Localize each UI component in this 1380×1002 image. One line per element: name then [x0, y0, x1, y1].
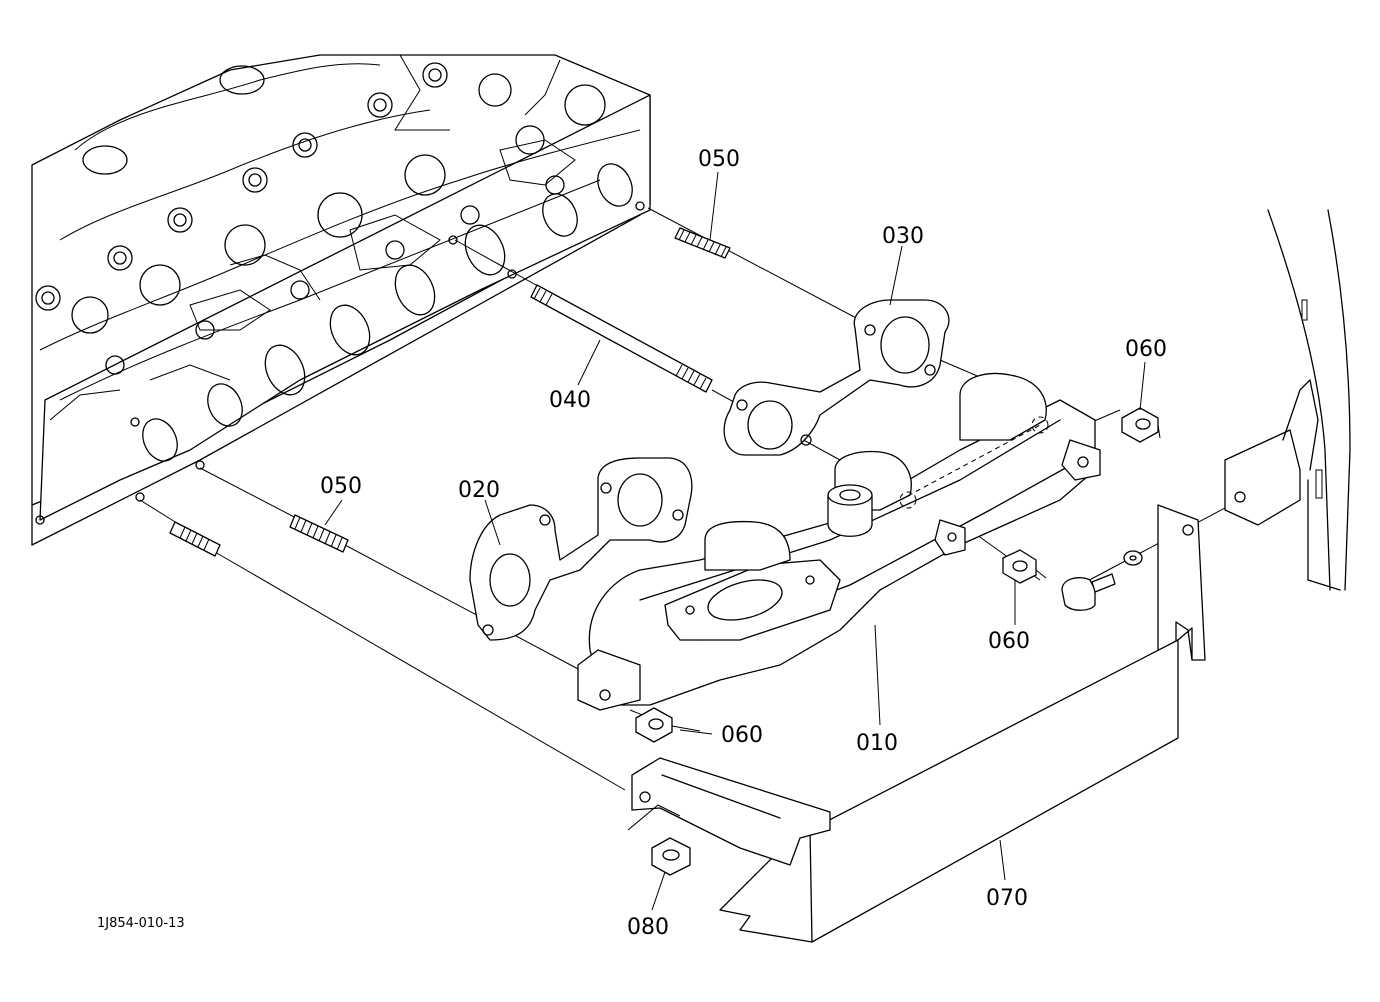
nut-060-lower — [635, 707, 701, 743]
nut-060-middle — [1002, 549, 1047, 584]
label-060-right: 060 — [1125, 337, 1167, 362]
exhaust-manifold-010 — [577, 372, 1101, 711]
label-010: 010 — [856, 731, 898, 756]
cylinder-head — [31, 54, 651, 546]
stud-040-long — [530, 284, 713, 393]
lower-bracket — [631, 757, 831, 866]
part-labels: 050 030 060 040 020 050 060 060 010 070 … — [97, 147, 1167, 940]
label-040: 040 — [549, 388, 591, 413]
label-030: 030 — [882, 224, 924, 249]
gasket-020 — [469, 457, 693, 641]
leader-lines — [324, 171, 1146, 911]
drawing-code: 1J854-010-13 — [97, 916, 185, 931]
stud-050-lower-small — [169, 521, 221, 557]
label-060-middle: 060 — [988, 629, 1030, 654]
label-050-lower: 050 — [320, 474, 362, 499]
heat-shield-070 — [719, 627, 1193, 943]
label-070: 070 — [986, 886, 1028, 911]
bolt-with-washer — [1061, 550, 1143, 611]
label-080: 080 — [627, 915, 669, 940]
stud-050-upper — [674, 227, 731, 259]
nut-060-right — [1121, 407, 1161, 443]
frame-side-member — [1224, 209, 1351, 591]
gasket-030 — [723, 299, 950, 456]
nut-080 — [627, 804, 691, 876]
label-050-upper: 050 — [698, 147, 740, 172]
label-020: 020 — [458, 478, 500, 503]
stud-050-lower — [289, 514, 349, 553]
label-060-lower: 060 — [721, 723, 763, 748]
